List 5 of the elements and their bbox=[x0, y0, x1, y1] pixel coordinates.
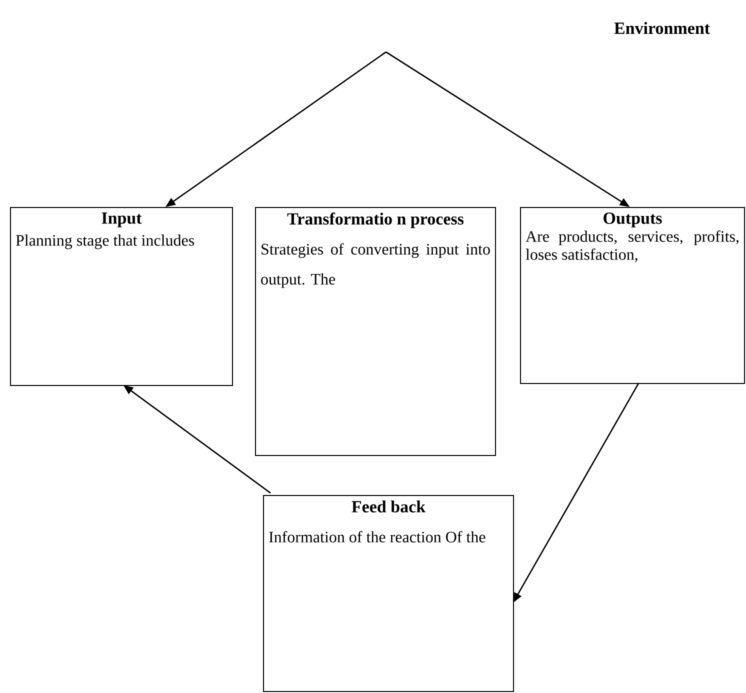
process-box: Input Planning stage that includes bbox=[10, 207, 233, 386]
process-box: Feed back Information of the reaction Of the bbox=[263, 495, 514, 692]
label-text: Environment bbox=[614, 22, 710, 34]
process-box: Transformatio n process Strategies of converting input into output. The bbox=[255, 207, 496, 456]
process-box: Outputs Are products, services, profits, loses satisfaction, bbox=[520, 207, 745, 384]
